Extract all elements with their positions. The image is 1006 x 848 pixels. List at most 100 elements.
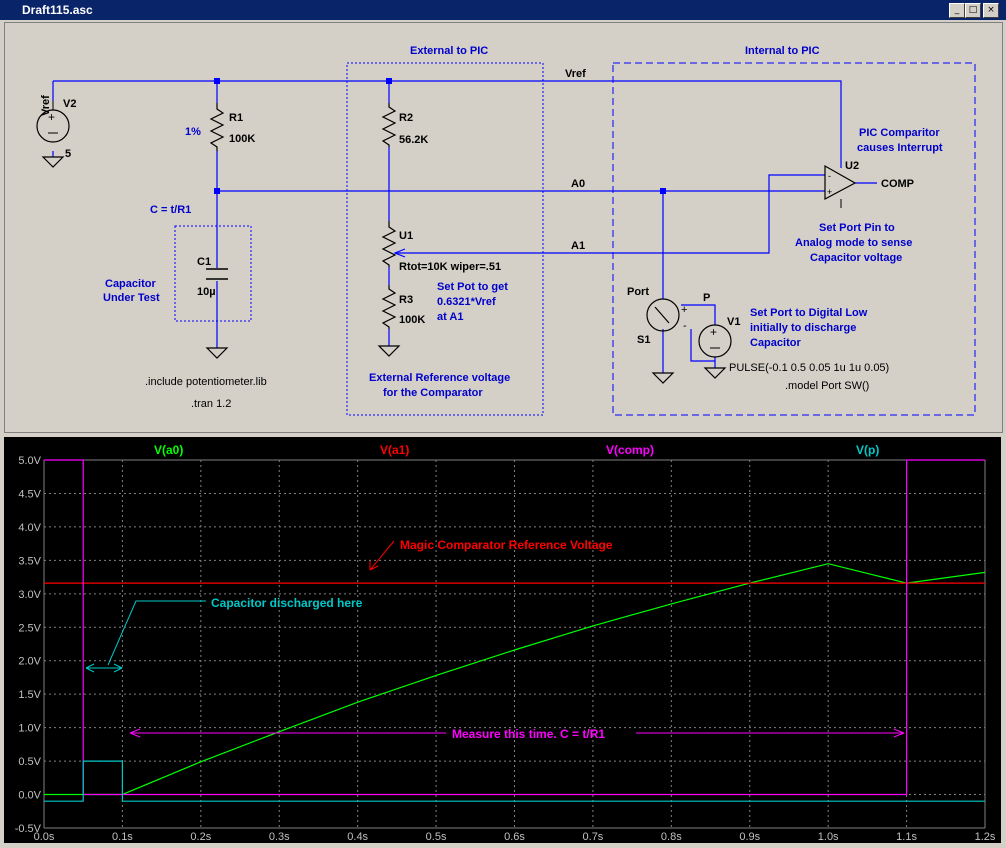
switch-s1-icon: + -	[646, 298, 687, 332]
pulse-line: PULSE(-0.1 0.5 0.05 1u 1u 0.05)	[729, 362, 889, 374]
svg-text:+: +	[48, 110, 55, 124]
x-tick-label: 0.4s	[347, 831, 368, 843]
external-box-title: External to PIC	[410, 45, 488, 57]
s1-name: S1	[637, 334, 650, 346]
cap-note-1: Capacitor	[105, 278, 156, 290]
r1-tolerance: 1%	[185, 126, 201, 138]
digital-note-3: Capacitor	[750, 337, 801, 349]
internal-box-title: Internal to PIC	[745, 45, 820, 57]
pot-note-2: 0.6321*Vref	[437, 296, 496, 308]
svg-text:-: -	[828, 171, 831, 181]
x-tick-label: 0.5s	[426, 831, 447, 843]
x-tick-label: 0.6s	[504, 831, 525, 843]
x-tick-label: 0.2s	[190, 831, 211, 843]
pot-note-1: Set Pot to get	[437, 281, 508, 293]
v2-value: 5	[65, 148, 71, 160]
maximize-button[interactable]: □	[965, 3, 981, 18]
cap-note-2: Under Test	[103, 292, 160, 304]
v2-vref-label: Vref	[40, 95, 52, 116]
x-tick-label: 0.1s	[112, 831, 133, 843]
trace-vcomp[interactable]	[44, 459, 985, 796]
plot-tick-labels: 5.0V4.5V4.0V3.5V3.0V2.5V2.0V1.5V1.0V0.5V…	[15, 455, 996, 843]
y-tick-label: 5.0V	[18, 455, 41, 467]
y-tick-label: 2.0V	[18, 656, 41, 668]
analog-note-1: Set Port Pin to	[819, 222, 895, 234]
v1-source-icon: +	[698, 324, 732, 358]
y-tick-label: -0.5V	[15, 823, 42, 835]
y-tick-label: 4.0V	[18, 522, 41, 534]
svg-text:+: +	[710, 325, 717, 339]
ext-note-1: External Reference voltage	[369, 372, 510, 384]
legend-va0[interactable]: V(a0)	[154, 443, 183, 457]
digital-note-1: Set Port to Digital Low	[750, 307, 868, 319]
r1-name: R1	[229, 112, 243, 124]
x-tick-label: 0.0s	[34, 831, 55, 843]
tran-directive[interactable]: .tran 1.2	[191, 398, 231, 410]
model-directive[interactable]: .model Port SW()	[785, 380, 869, 392]
r1-value: 100K	[229, 133, 255, 145]
svg-text:-: -	[683, 320, 687, 332]
x-tick-label: 1.0s	[818, 831, 839, 843]
pot-note-3: at A1	[437, 311, 464, 323]
digital-note-2: initially to discharge	[750, 322, 856, 334]
close-button[interactable]: ×	[983, 3, 999, 18]
annotation-discharged: Capacitor discharged here	[211, 596, 363, 610]
schematic-canvas[interactable]: + + + - - + External to PIC Internal to …	[5, 23, 1002, 432]
r2-value: 56.2K	[399, 134, 428, 146]
annotation-magic-arrow-icon	[369, 540, 395, 571]
y-tick-label: 0.5V	[18, 756, 41, 768]
net-label-vref: Vref	[565, 68, 586, 80]
trace-va0[interactable]	[44, 563, 986, 796]
analog-note-2: Analog mode to sense	[795, 237, 912, 249]
capacitor-dashed-box	[174, 225, 252, 322]
y-tick-label: 4.5V	[18, 488, 41, 500]
plot-grid	[43, 459, 986, 829]
c1-value: 10µ	[197, 286, 216, 298]
r3-value: 100K	[399, 314, 425, 326]
y-tick-label: 1.0V	[18, 723, 41, 735]
r3-name: R3	[399, 294, 413, 306]
svg-text:+: +	[827, 187, 832, 197]
schematic-pane[interactable]: + + + - - + External to PIC Internal to …	[4, 22, 1003, 433]
y-tick-label: 1.5V	[18, 689, 41, 701]
include-directive[interactable]: .include potentiometer.lib	[145, 376, 267, 388]
svg-text:+: +	[681, 304, 687, 316]
external-to-pic-box	[346, 62, 544, 416]
u1-symbol	[381, 221, 397, 267]
x-tick-label: 0.8s	[661, 831, 682, 843]
annotation-magic: Magic Comparator Reference Voltage	[400, 538, 613, 552]
analog-note-3: Capacitor voltage	[810, 252, 902, 264]
y-tick-label: 0.0V	[18, 790, 41, 802]
minimize-button[interactable]: _	[949, 3, 965, 18]
pic-note-2: causes Interrupt	[857, 142, 943, 154]
waveform-canvas[interactable]: 5.0V4.5V4.0V3.5V3.0V2.5V2.0V1.5V1.0V0.5V…	[4, 437, 1001, 843]
ground-icons	[41, 156, 727, 384]
y-tick-label: 3.0V	[18, 589, 41, 601]
trace-vp[interactable]	[44, 760, 985, 802]
legend-vcomp[interactable]: V(comp)	[606, 443, 654, 457]
legend-vp[interactable]: V(p)	[856, 443, 879, 457]
r2-name: R2	[399, 112, 413, 124]
pic-note-1: PIC Comparitor	[859, 127, 940, 139]
annotation-measure-arrow-icon	[129, 728, 905, 738]
c1-name: C1	[197, 256, 211, 268]
resistor-symbols	[209, 103, 397, 329]
wiper-arrow-icon	[393, 248, 406, 258]
p-label: P	[703, 292, 710, 304]
v2-name: V2	[63, 98, 76, 110]
r3-symbol	[381, 285, 397, 329]
y-tick-label: 2.5V	[18, 622, 41, 634]
legend-va1[interactable]: V(a1)	[380, 443, 409, 457]
port-label: Port	[627, 286, 649, 298]
u1-param: Rtot=10K wiper=.51	[399, 261, 501, 273]
junction-dots	[214, 78, 666, 194]
window-title: Draft115.asc	[22, 3, 93, 17]
comparator-u2-icon: - +	[824, 164, 857, 208]
ext-note-2: for the Comparator	[383, 387, 483, 399]
net-label-a0: A0	[571, 178, 585, 190]
u1-name: U1	[399, 230, 413, 242]
internal-to-pic-box	[612, 62, 976, 416]
r2-symbol	[381, 103, 397, 147]
window-titlebar: Draft115.asc _ □ ×	[0, 0, 1006, 20]
